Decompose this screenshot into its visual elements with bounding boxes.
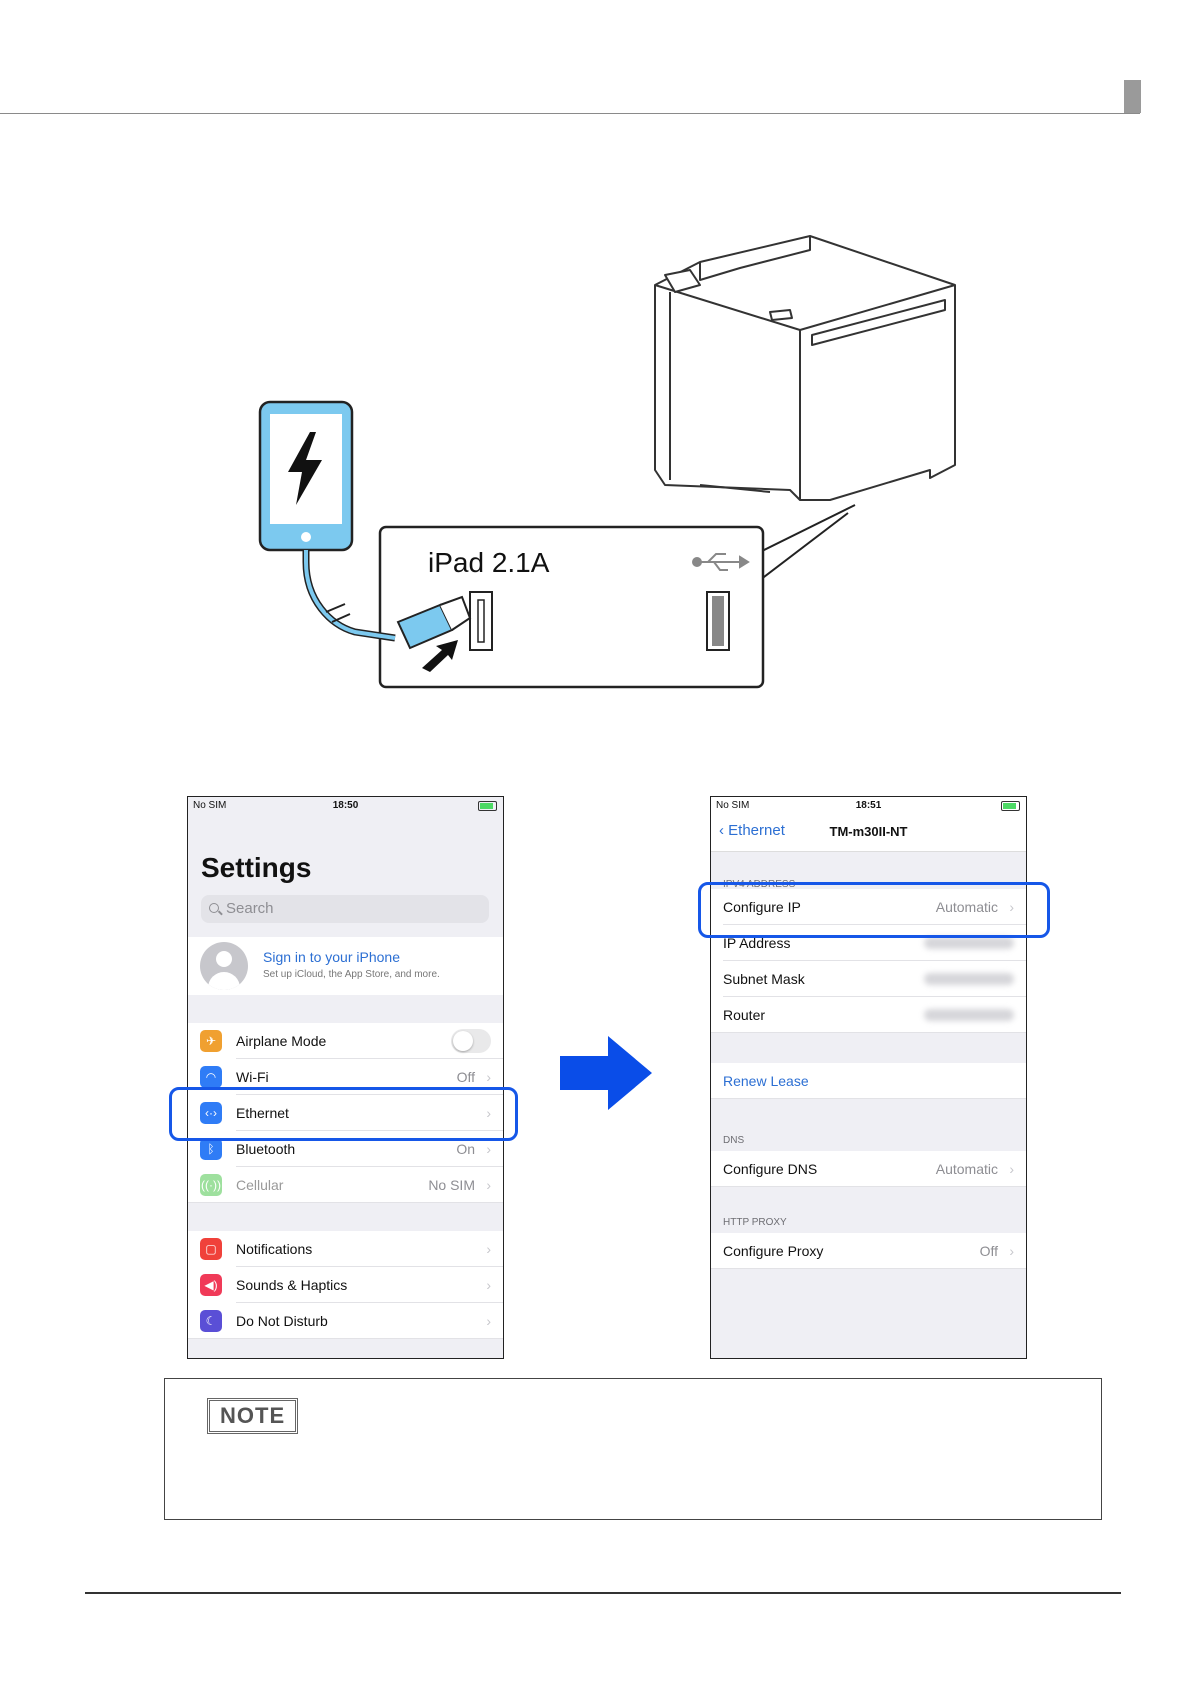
- battery-icon: [1001, 801, 1020, 811]
- chevron-left-icon: ‹: [719, 822, 729, 839]
- search-field[interactable]: Search: [201, 895, 489, 923]
- row-label: IP Address: [723, 935, 791, 951]
- chevron-right-icon: ›: [486, 1313, 491, 1329]
- clock: 18:51: [855, 800, 882, 811]
- footer-rule: [85, 1592, 1121, 1594]
- port-label: iPad 2.1A: [428, 547, 550, 578]
- carrier-label: No SIM: [716, 800, 750, 811]
- chevron-right-icon: ›: [486, 1069, 491, 1085]
- header-tab-marker: [1124, 80, 1141, 113]
- usb-symbol-icon: [692, 553, 750, 571]
- page-title: Settings: [201, 852, 312, 883]
- chevron-right-icon: ›: [1009, 1243, 1014, 1259]
- settings-row-airplane-mode[interactable]: ✈ Airplane Mode: [188, 1023, 503, 1059]
- status-bar: No SIM 18:50: [188, 797, 503, 815]
- renew-lease-button[interactable]: Renew Lease: [723, 1073, 809, 1089]
- back-button[interactable]: ‹ Ethernet: [719, 822, 785, 839]
- row-router: Router: [711, 997, 1026, 1033]
- signin-title: Sign in to your iPhone: [263, 949, 400, 965]
- configure-ip-highlight: [698, 882, 1050, 938]
- redacted-value: [924, 973, 1014, 985]
- avatar: [200, 942, 248, 990]
- row-label: Configure IP: [723, 899, 801, 915]
- smartphone-icon: [258, 400, 354, 552]
- speaker-icon: ◀): [200, 1274, 222, 1296]
- row-label: Bluetooth: [236, 1141, 296, 1157]
- note-box: NOTE: [164, 1378, 1102, 1520]
- row-value: No SIM: [428, 1177, 475, 1193]
- clock: 18:50: [332, 800, 359, 811]
- charging-bolt-icon: [288, 432, 322, 505]
- row-renew-lease[interactable]: Renew Lease: [711, 1063, 1026, 1099]
- section-header-http-proxy: HTTP PROXY: [723, 1217, 787, 1228]
- search-placeholder: Search: [226, 900, 274, 917]
- nav-title: TM-m30II-NT: [829, 824, 908, 839]
- printer-illustration: [654, 235, 956, 501]
- header-rule: [0, 113, 1140, 114]
- settings-row-notifications[interactable]: ▢ Notifications ›: [188, 1231, 503, 1267]
- row-value: Off: [979, 1243, 998, 1259]
- usb-port-a: [469, 591, 493, 651]
- apple-id-signin[interactable]: Sign in to your iPhone Set up iCloud, th…: [188, 937, 503, 995]
- settings-row-sounds[interactable]: ◀) Sounds & Haptics ›: [188, 1267, 503, 1303]
- cellular-icon: ((·)): [200, 1174, 222, 1196]
- row-configure-proxy[interactable]: Configure Proxy Off ›: [711, 1233, 1026, 1269]
- chevron-right-icon: ›: [1009, 899, 1014, 915]
- row-label: Notifications: [236, 1241, 313, 1257]
- search-icon: [209, 903, 219, 913]
- wifi-icon: ◠: [200, 1066, 222, 1088]
- row-label: Cellular: [236, 1177, 284, 1193]
- row-label: Wi-Fi: [236, 1069, 269, 1085]
- row-label: Sounds & Haptics: [236, 1277, 348, 1293]
- settings-screenshot: No SIM 18:50 Settings Search Sign in to …: [187, 796, 504, 1359]
- bluetooth-icon: ᛒ: [200, 1138, 222, 1160]
- arrow-right-icon: [560, 1036, 652, 1110]
- battery-icon: [478, 801, 497, 811]
- chevron-right-icon: ›: [486, 1105, 491, 1121]
- redacted-value: [924, 1009, 1014, 1021]
- ethernet-highlight: [169, 1087, 518, 1141]
- chevron-right-icon: ›: [486, 1177, 491, 1193]
- ethernet-settings-screenshot: No SIM 18:51 ‹ Ethernet TM-m30II-NT IPV4…: [710, 796, 1027, 1359]
- section-header-dns: DNS: [723, 1135, 745, 1146]
- row-value: On: [456, 1141, 475, 1157]
- chevron-right-icon: ›: [1009, 1161, 1014, 1177]
- usb-plug-icon: [396, 595, 472, 650]
- airplane-mode-toggle[interactable]: [451, 1029, 491, 1053]
- airplane-icon: ✈: [200, 1030, 222, 1052]
- row-value: Automatic: [935, 1161, 998, 1177]
- row-label: Configure Proxy: [723, 1243, 824, 1259]
- nav-bar: ‹ Ethernet TM-m30II-NT: [711, 815, 1026, 852]
- row-value: Automatic: [935, 899, 998, 915]
- settings-row-bluetooth[interactable]: ᛒ Bluetooth On ›: [188, 1131, 503, 1167]
- row-label: Subnet Mask: [723, 971, 805, 987]
- row-label: Ethernet: [236, 1105, 289, 1121]
- row-value: Off: [456, 1069, 475, 1085]
- status-bar: No SIM 18:51: [711, 797, 1026, 815]
- row-label: Configure DNS: [723, 1161, 818, 1177]
- signin-subtitle: Set up iCloud, the App Store, and more.: [263, 969, 440, 980]
- redacted-value: [924, 937, 1014, 949]
- row-configure-ip[interactable]: Configure IP Automatic ›: [711, 889, 1026, 925]
- usb-connection-illustration: iPad 2.1A: [258, 235, 956, 689]
- ethernet-icon: ‹·›: [200, 1102, 222, 1124]
- chevron-right-icon: ›: [486, 1241, 491, 1257]
- chevron-right-icon: ›: [486, 1141, 491, 1157]
- row-ip-address: IP Address: [711, 925, 1026, 961]
- chevron-right-icon: ›: [486, 1277, 491, 1293]
- row-configure-dns[interactable]: Configure DNS Automatic ›: [711, 1151, 1026, 1187]
- back-label: Ethernet: [728, 822, 785, 839]
- moon-icon: ☾: [200, 1310, 222, 1332]
- carrier-label: No SIM: [193, 800, 227, 811]
- settings-row-cellular[interactable]: ((·)) Cellular No SIM ›: [188, 1167, 503, 1203]
- settings-row-ethernet[interactable]: ‹·› Ethernet ›: [188, 1095, 503, 1131]
- settings-row-do-not-disturb[interactable]: ☾ Do Not Disturb ›: [188, 1303, 503, 1339]
- notifications-icon: ▢: [200, 1238, 222, 1260]
- row-subnet-mask: Subnet Mask: [711, 961, 1026, 997]
- insert-arrow-icon: [422, 640, 458, 672]
- note-label: NOTE: [207, 1398, 299, 1434]
- row-label: Router: [723, 1007, 766, 1023]
- row-label: Do Not Disturb: [236, 1313, 328, 1329]
- row-label: Airplane Mode: [236, 1033, 327, 1049]
